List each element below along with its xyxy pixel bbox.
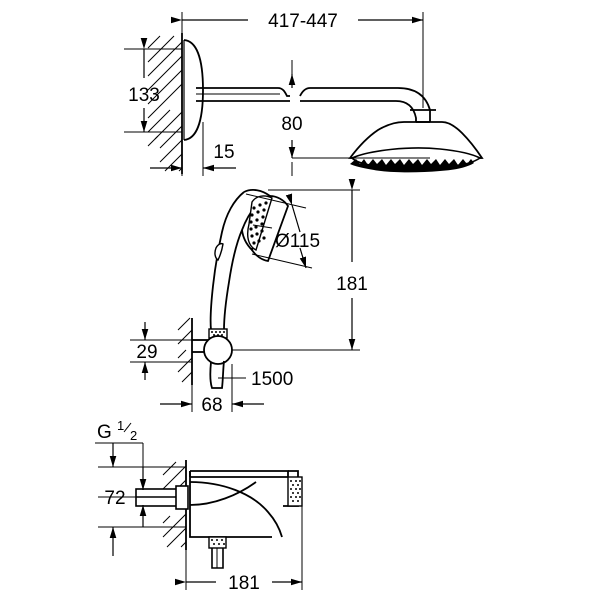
mixer-handle-knurl (287, 476, 303, 507)
wall-flange (183, 39, 204, 141)
dimension-label-hand-shower-height: 181 (336, 274, 368, 295)
dimension-label-inlet-thread: G (97, 422, 112, 443)
dimension-label-inlet-thread-denominator: 2 (130, 428, 137, 443)
dimension-head-drop: 80 (281, 60, 430, 176)
dimension-inlet-centres: 72 (98, 443, 186, 556)
dimension-flange-depth: 15 (150, 122, 236, 176)
hand-shower-button (214, 242, 224, 262)
dimension-label-spray-face-diameter: Ø115 (275, 231, 320, 252)
dimension-label-inlet-thread-numerator: 1 (117, 418, 124, 433)
dimension-flange-height: 133 (124, 38, 182, 133)
head-shower-side-view: 417-447 133 15 80 (124, 11, 484, 176)
dimension-label-hose-length: 1500 (251, 369, 293, 390)
dimension-body-projection: 181 (175, 506, 303, 594)
mixer-outlet (208, 536, 227, 569)
mixer-body (189, 470, 299, 538)
dimension-label-flange-depth: 15 (213, 142, 234, 163)
dimension-holder-projection: 68 (160, 364, 264, 416)
dimension-label-arm-reach: 417-447 (268, 11, 338, 32)
dimension-holder-offset: 29 (130, 322, 192, 380)
hand-shower-view: Ø115 181 29 1500 68 (130, 179, 368, 416)
dimension-label-holder-offset: 29 (136, 342, 157, 363)
dimension-label-head-drop: 80 (281, 114, 302, 135)
dimension-label-holder-projection: 68 (201, 395, 222, 416)
hand-shower-spray-face (247, 195, 273, 251)
dimension-spray-face-diameter: Ø115 (245, 193, 320, 269)
shower-arm (196, 87, 398, 102)
dimension-label-body-projection: 181 (228, 573, 260, 594)
mixer-side-view: G 1 2 72 181 (95, 418, 303, 594)
dimension-hand-shower-height: 181 (232, 179, 368, 351)
dimension-arm-reach: 417-447 (171, 11, 424, 108)
dimension-label-flange-height: 133 (128, 85, 160, 106)
wall-hatch-middle (177, 317, 193, 383)
dimension-label-inlet-centres: 72 (104, 488, 125, 509)
spray-nozzle-texture (350, 159, 474, 173)
